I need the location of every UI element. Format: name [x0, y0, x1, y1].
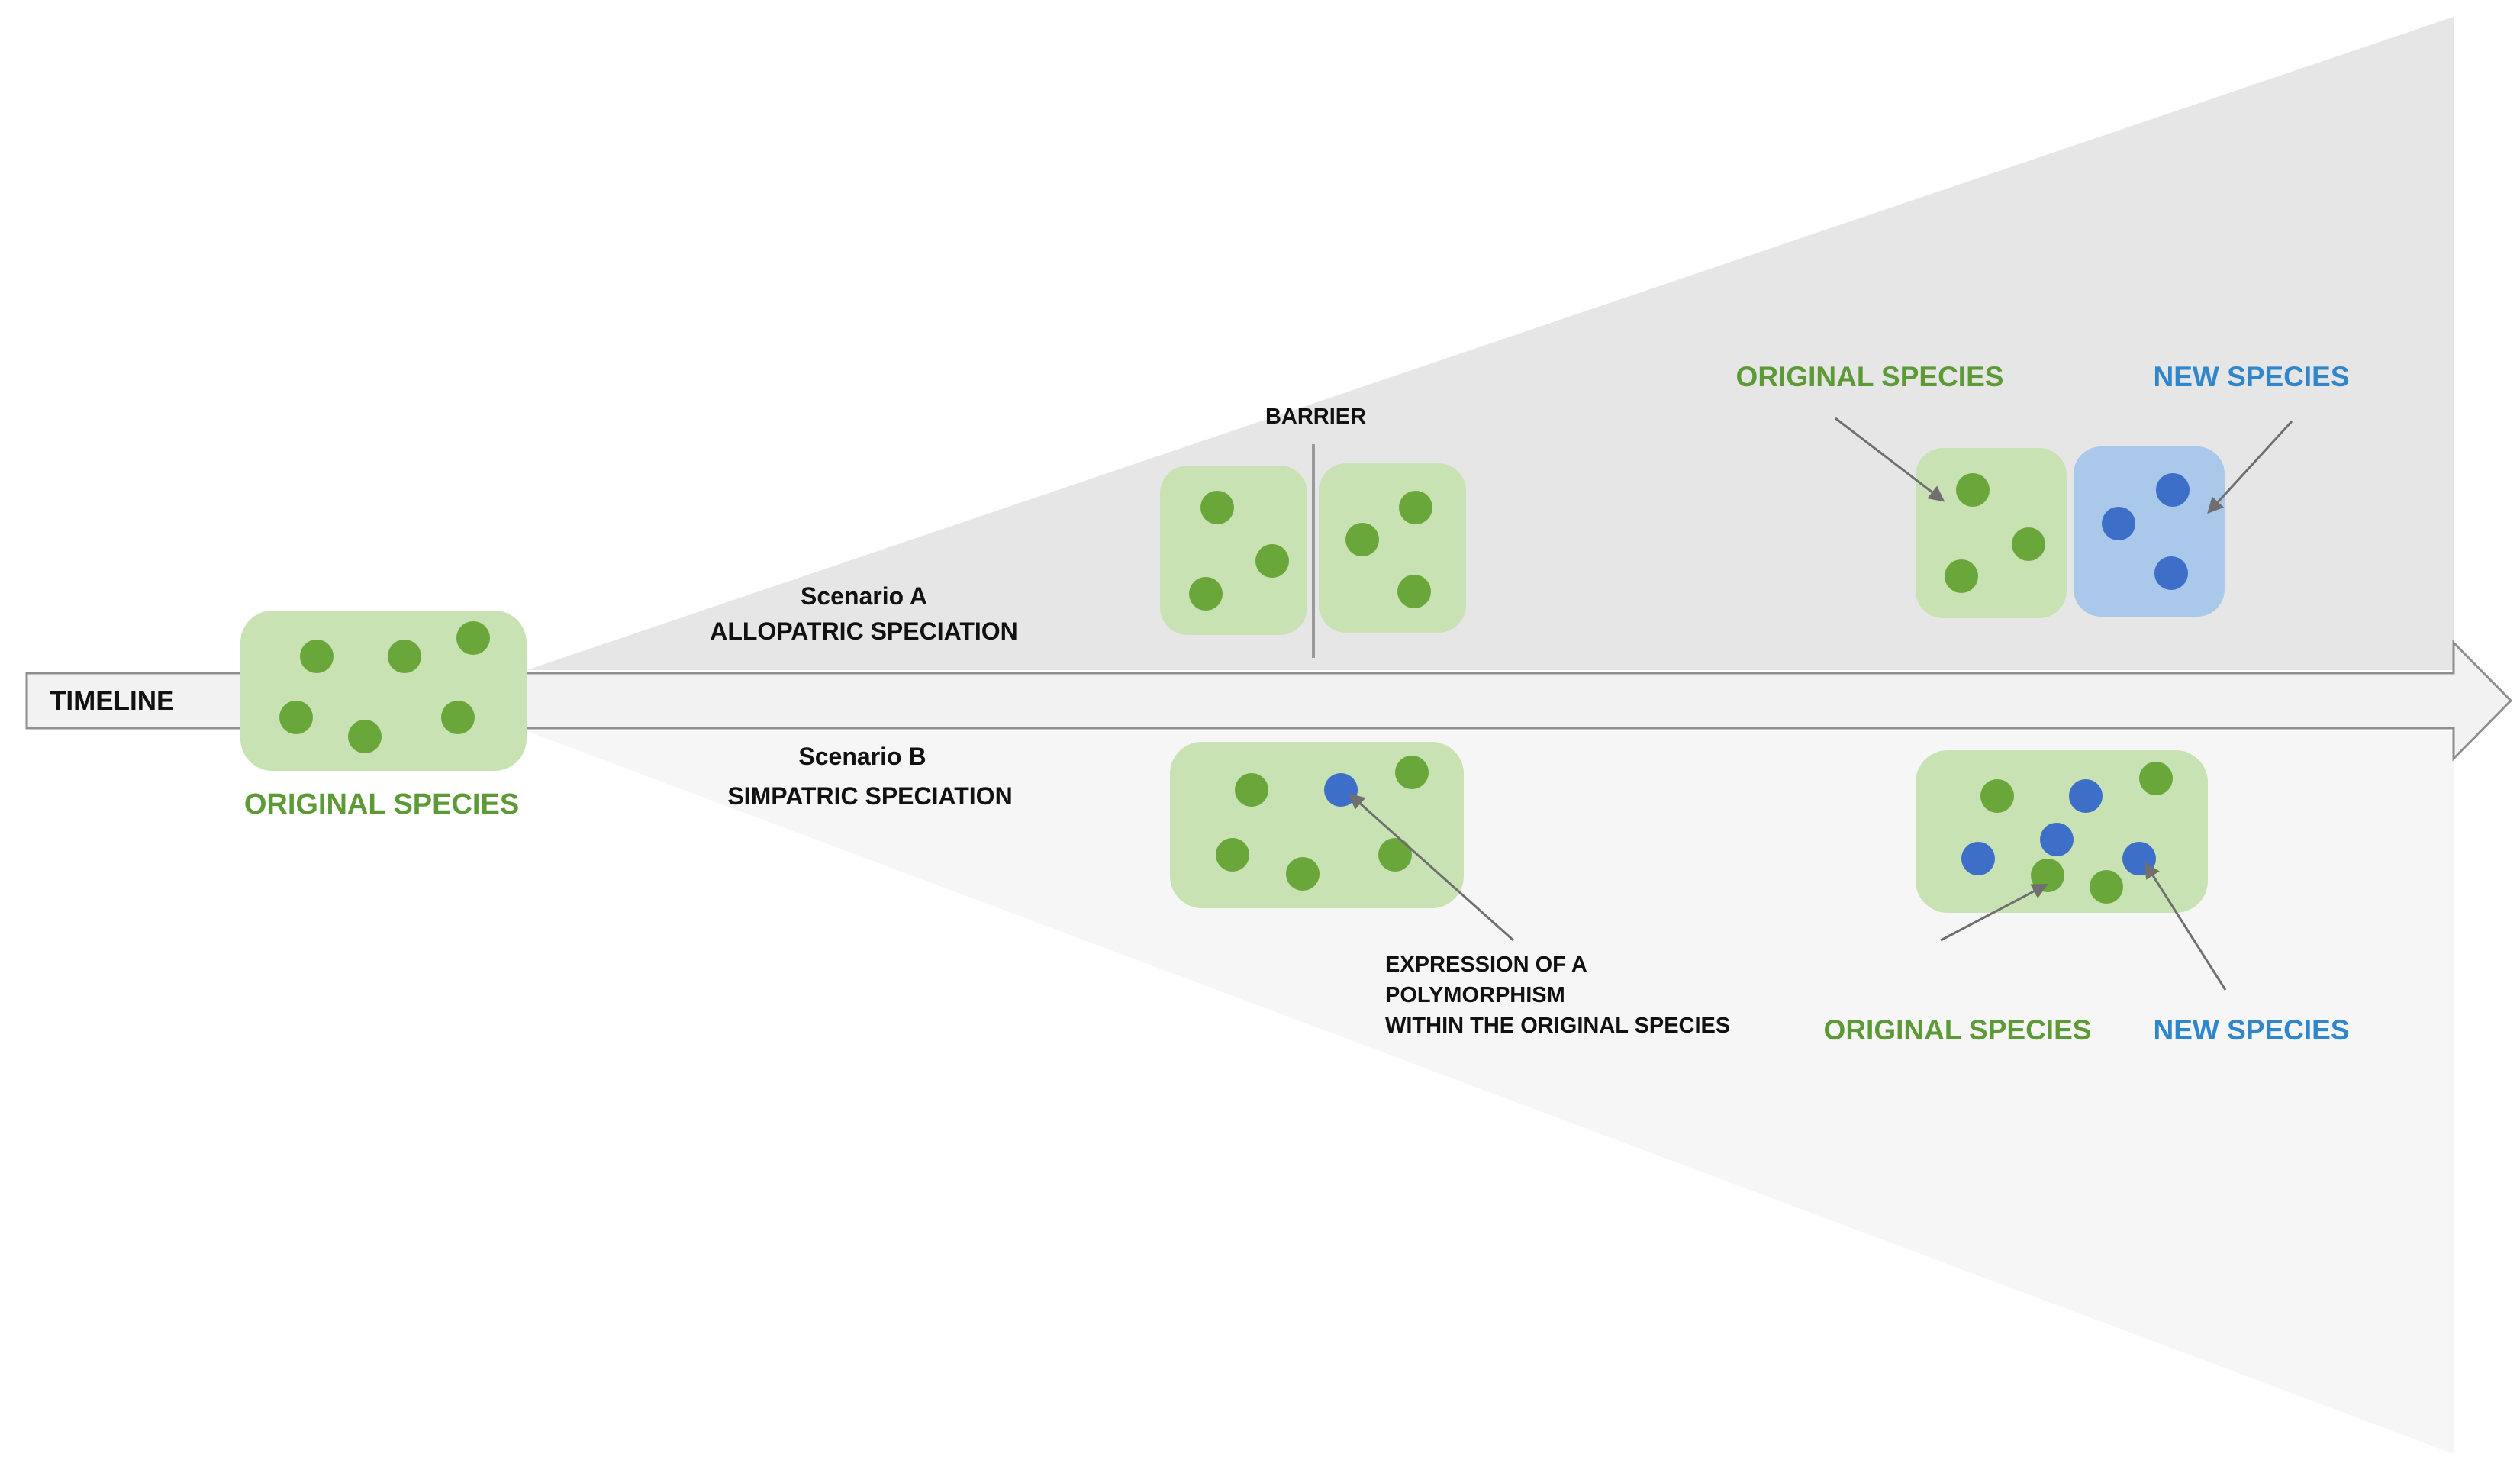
new-individual [1961, 842, 1995, 875]
new-individual [2102, 507, 2135, 540]
scenario-a-result [1916, 446, 2225, 618]
original-individual [1395, 756, 1429, 789]
original-species-box [1916, 448, 2067, 618]
original-individual [1378, 838, 1412, 872]
scenario-b-original-pointer [1940, 884, 2048, 942]
original-individual [1956, 473, 1990, 507]
origin-individual [279, 701, 313, 734]
scenario-a-title: Scenario A [801, 582, 927, 610]
original-individual [2031, 859, 2064, 892]
new-individual [2040, 823, 2074, 856]
new-individual [2156, 473, 2190, 507]
original-individual [1286, 857, 1320, 891]
polymorphism-label-line1: EXPRESSION OF A [1385, 952, 1587, 977]
individual [1200, 491, 1234, 524]
scenario-b-polymorphic-population [1170, 742, 1464, 908]
original-individual [2012, 527, 2045, 561]
origin-individual [348, 720, 382, 753]
new-species-box [2074, 446, 2225, 617]
new-individual [2069, 779, 2103, 813]
timeline-label: TIMELINE [50, 686, 174, 716]
scenario-a-new-label: NEW SPECIES [2154, 361, 2350, 392]
scenario-b-new-label: NEW SPECIES [2154, 1014, 2350, 1046]
original-individual [1216, 838, 1249, 872]
original-individual [1945, 559, 1978, 593]
scenario-a-original-pointer [1835, 417, 1945, 502]
scenario-a-subtitle: ALLOPATRIC SPECIATION [710, 617, 1018, 645]
individual [1399, 491, 1432, 524]
scenario-a-divided-population [1160, 444, 1466, 658]
scenario-b-result [1916, 750, 2208, 913]
polymorphism-label-line3: WITHIN THE ORIGINAL SPECIES [1385, 1014, 1730, 1038]
polymorphism-label-line2: POLYMORPHISM [1385, 983, 1565, 1007]
individual [1345, 523, 1379, 556]
polymorphism-pointer [1348, 793, 1514, 942]
individual [1397, 575, 1431, 608]
origin-species-label: ORIGINAL SPECIES [244, 788, 519, 820]
scenario-b-subtitle: SIMPATRIC SPECIATION [727, 782, 1012, 810]
barrier-label: BARRIER [1265, 405, 1366, 429]
original-individual [2090, 870, 2123, 904]
individual [1189, 577, 1223, 611]
left-population-box [1160, 466, 1307, 635]
original-individual [1980, 779, 2014, 813]
origin-population [240, 611, 527, 771]
scenario-a-new-pointer [2207, 420, 2293, 514]
origin-individual [456, 621, 490, 655]
origin-individual [300, 640, 334, 673]
origin-individual [388, 640, 421, 673]
new-individual [1324, 773, 1358, 807]
scenario-a-original-label: ORIGINAL SPECIES [1736, 361, 2004, 392]
scenario-b-title: Scenario B [798, 743, 926, 770]
new-individual [2154, 556, 2188, 590]
original-individual [2139, 762, 2173, 795]
right-population-box [1319, 463, 1466, 633]
scenario-b-new-pointer [2144, 862, 2227, 991]
original-individual [1235, 773, 1268, 807]
individual [1255, 544, 1289, 578]
scenario-b-original-label: ORIGINAL SPECIES [1824, 1014, 2092, 1046]
origin-individual [441, 701, 475, 734]
